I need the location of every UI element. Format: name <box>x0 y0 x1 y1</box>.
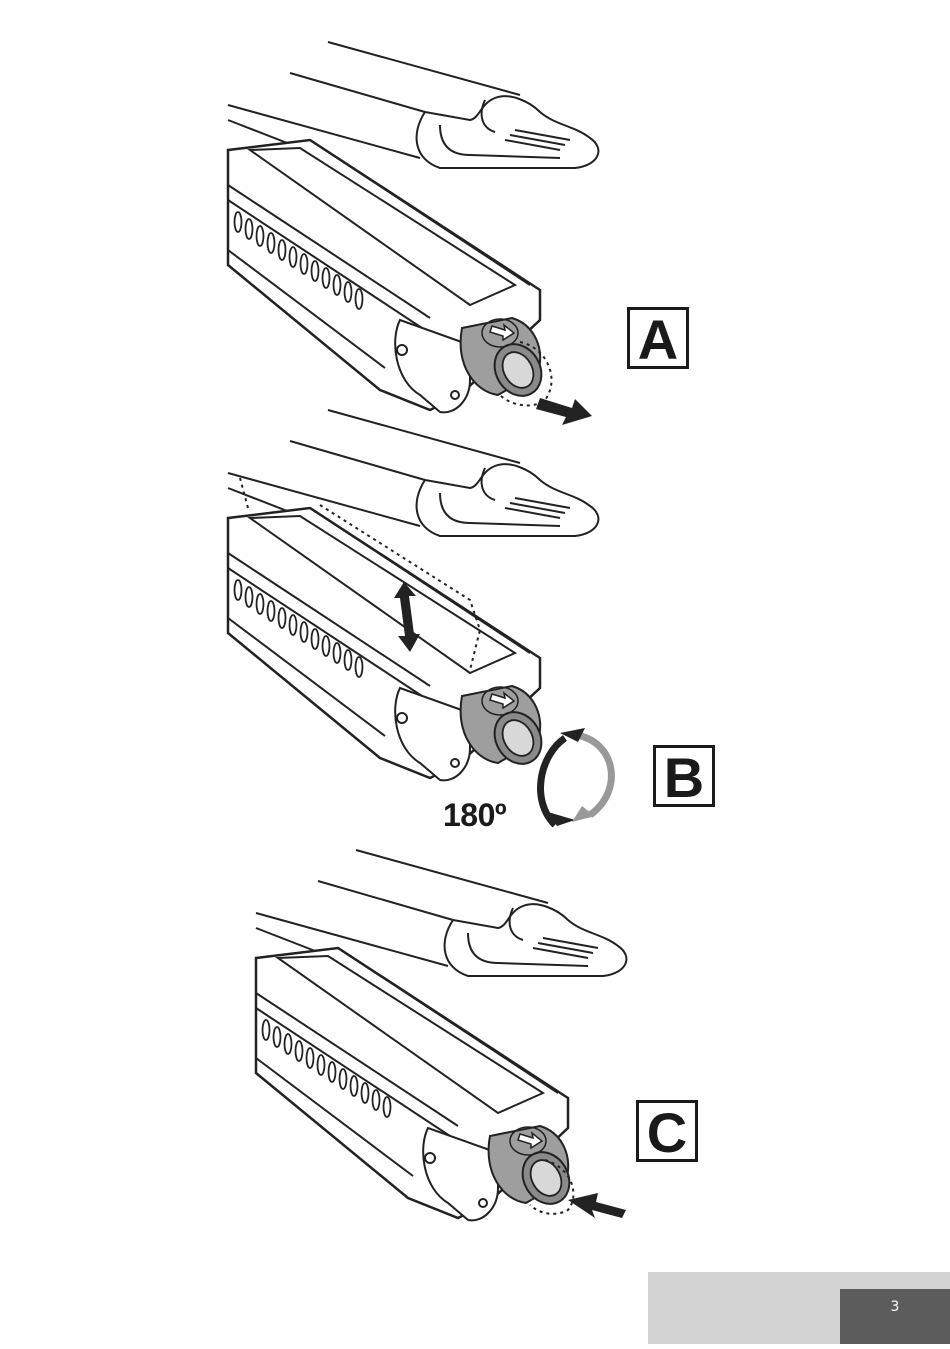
push-in-arrow-icon <box>568 1193 626 1218</box>
step-c-illustration <box>256 850 626 1220</box>
rotate-arrow-grey <box>575 735 611 815</box>
pull-out-arrow-icon <box>536 398 592 425</box>
rotate-arrow-black <box>541 738 565 825</box>
step-label-a: A <box>627 307 689 369</box>
rotation-degrees-text: 180º <box>443 797 506 834</box>
step-b-illustration <box>228 410 611 826</box>
step-label-c: C <box>636 1100 698 1162</box>
page-number: 3 <box>840 1299 950 1315</box>
page-number-box: 3 <box>840 1289 950 1344</box>
step-a-illustration <box>228 42 598 425</box>
step-label-b: B <box>653 745 715 807</box>
